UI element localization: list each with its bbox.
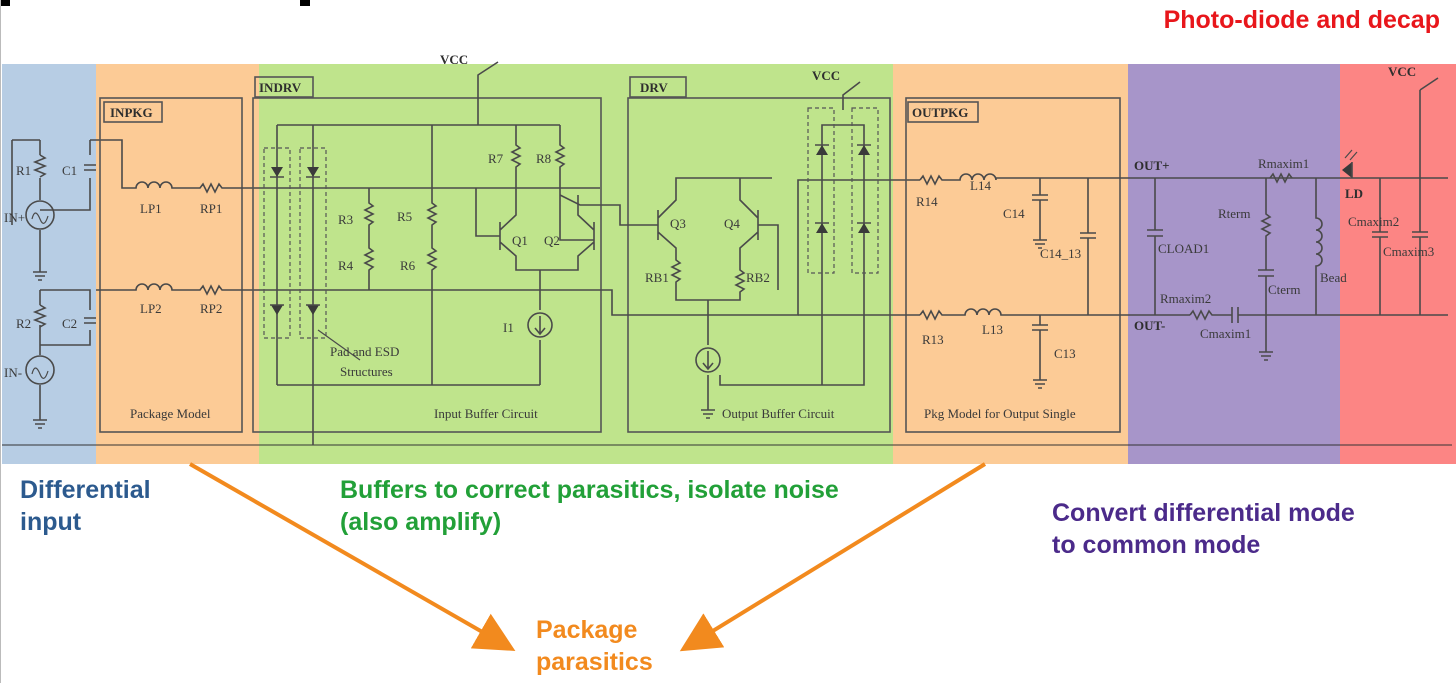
label-cmaxim1: Cmaxim1 — [1200, 326, 1251, 341]
convert-line2: to common mode — [1052, 531, 1260, 559]
label-i1: I1 — [503, 320, 514, 335]
region-output-package — [893, 64, 1128, 464]
label-q3: Q3 — [670, 216, 686, 231]
label-r6: R6 — [400, 258, 416, 273]
label-rp1: RP1 — [200, 201, 222, 216]
convert-line1: Convert differential mode — [1052, 499, 1355, 527]
label-c2: C2 — [62, 316, 77, 331]
label-rb1: RB1 — [645, 270, 669, 285]
label-cterm: Cterm — [1268, 282, 1301, 297]
label-q4: Q4 — [724, 216, 740, 231]
label-r4: R4 — [338, 258, 354, 273]
esd-note-line1: Pad and ESD — [330, 344, 399, 359]
inpkg-title: INPKG — [110, 105, 153, 120]
drv-title: DRV — [640, 80, 668, 95]
label-l14: L14 — [970, 178, 991, 193]
package-line1: Package — [536, 616, 638, 644]
region-buffers — [259, 64, 893, 464]
indrv-title: INDRV — [259, 80, 302, 95]
label-r5: R5 — [397, 209, 412, 224]
label-r14: R14 — [916, 194, 938, 209]
arrow-left-to-package — [189, 462, 516, 651]
indrv-box — [252, 97, 602, 433]
buffers-line2: (also amplify) — [340, 508, 501, 536]
label-q1: Q1 — [512, 233, 528, 248]
label-rb2: RB2 — [746, 270, 770, 285]
label-c14: C14 — [1003, 206, 1025, 221]
vcc-input-symbol — [477, 61, 499, 125]
label-in-plus: IN+ — [4, 210, 25, 225]
region-differential-input — [2, 64, 96, 464]
drv-title-box — [629, 76, 687, 98]
label-lp1: LP1 — [140, 201, 162, 216]
label-rmaxim2: Rmaxim2 — [1160, 291, 1211, 306]
vcc-label-photodiode: VCC — [1388, 64, 1416, 79]
outpkg-title: OUTPKG — [912, 105, 968, 120]
indrv-title-box — [254, 76, 314, 98]
inpkg-caption: Package Model — [130, 406, 211, 421]
outpkg-box — [905, 97, 1121, 433]
label-l13: L13 — [982, 322, 1003, 337]
label-out-minus: OUT- — [1134, 318, 1165, 333]
input-sources — [11, 139, 130, 429]
label-q2: Q2 — [544, 233, 560, 248]
cropped-title-fragment — [0, 0, 10, 6]
input-buffer-resistors — [363, 125, 438, 385]
label-lp2: LP2 — [140, 301, 162, 316]
region-input-package — [96, 64, 259, 464]
label-rmaxim1: Rmaxim1 — [1258, 156, 1309, 171]
input-buffer-transistors — [475, 125, 595, 385]
label-cmaxim2: Cmaxim2 — [1348, 214, 1399, 229]
inpkg-box — [99, 97, 243, 433]
cropped-title-fragment-2 — [300, 0, 310, 6]
outpkg-wiring — [798, 173, 1448, 389]
outpkg-title-box — [907, 101, 979, 123]
label-ld: LD — [1345, 186, 1363, 201]
indrv-caption: Input Buffer Circuit — [434, 406, 538, 421]
arrow-right-to-package — [679, 462, 987, 652]
outpkg-caption: Pkg Model for Output Single — [924, 406, 1076, 421]
drv-caption: Output Buffer Circuit — [722, 406, 835, 421]
region-diff-to-common — [1128, 64, 1340, 464]
label-r7: R7 — [488, 151, 504, 166]
label-in-minus: IN- — [4, 365, 22, 380]
drv-box — [627, 97, 891, 433]
label-r13: R13 — [922, 332, 944, 347]
package-line2: parasitics — [536, 648, 653, 676]
label-out-plus: OUT+ — [1134, 158, 1170, 173]
region-photodiode-decap — [1340, 64, 1456, 464]
label-r1: R1 — [16, 163, 31, 178]
vcc-label-output: VCC — [812, 68, 840, 83]
inpkg-title-box — [103, 101, 163, 123]
label-c1: C1 — [62, 163, 77, 178]
label-cload1: CLOAD1 — [1158, 241, 1209, 256]
label-r2: R2 — [16, 316, 31, 331]
output-buffer-wiring — [559, 81, 920, 419]
termination-wiring — [1147, 172, 1448, 361]
vcc-label-input: VCC — [440, 52, 468, 67]
label-bead: Bead — [1320, 270, 1347, 285]
differential-input-line2: input — [20, 508, 82, 536]
laser-diode-decap — [1342, 77, 1439, 315]
differential-input-line1: Differential — [20, 476, 151, 504]
esd-structures — [263, 124, 560, 445]
buffers-line1: Buffers to correct parasitics, isolate n… — [340, 476, 839, 504]
label-c13: C13 — [1054, 346, 1076, 361]
label-rp2: RP2 — [200, 301, 222, 316]
label-rterm: Rterm — [1218, 206, 1251, 221]
esd-note-line2: Structures — [340, 364, 393, 379]
label-cmaxim3: Cmaxim3 — [1383, 244, 1434, 259]
label-r3: R3 — [338, 212, 353, 227]
label-r8: R8 — [536, 151, 551, 166]
label-c14-13: C14_13 — [1040, 246, 1081, 261]
inpkg-wiring — [96, 181, 600, 296]
photodiode-decap-title: Photo-diode and decap — [1164, 6, 1440, 34]
